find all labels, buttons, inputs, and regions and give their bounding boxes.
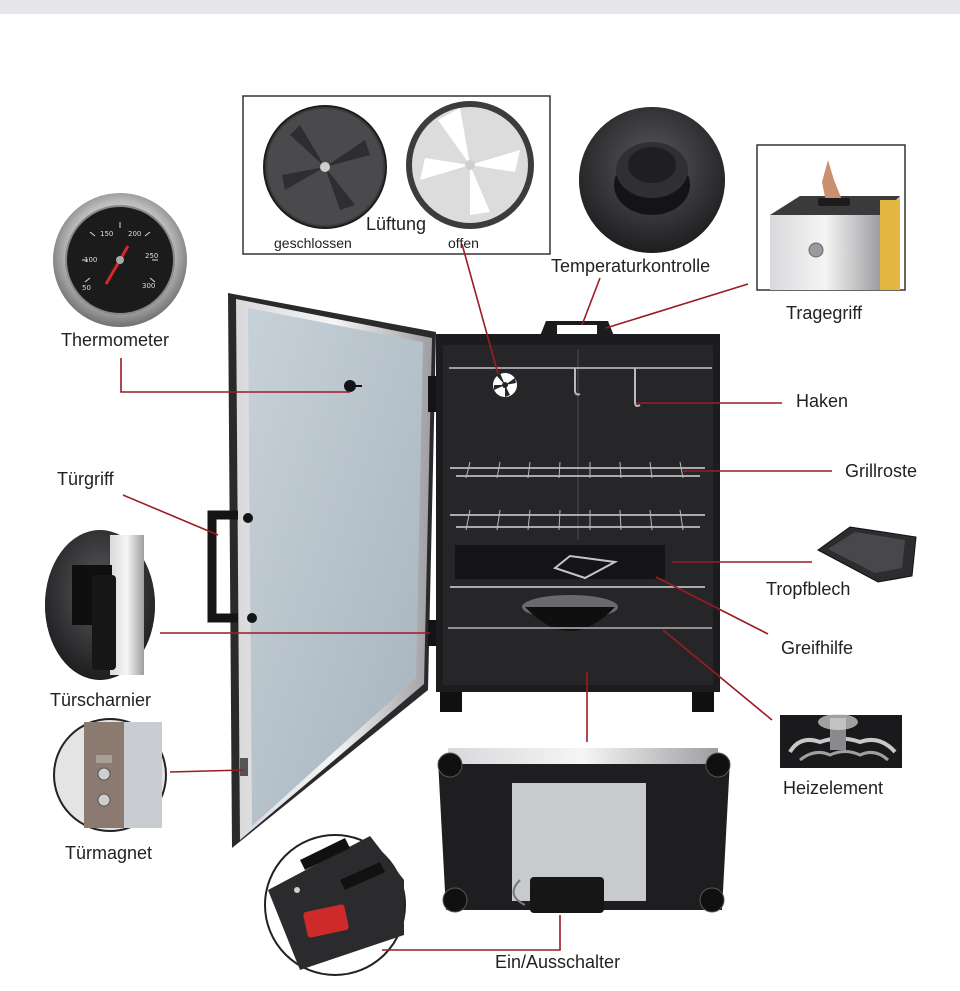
door-magnet-image bbox=[53, 718, 167, 832]
vent-open-image bbox=[406, 101, 534, 229]
therm-tick-200: 200 bbox=[128, 230, 141, 238]
label-thermometer: Thermometer bbox=[61, 330, 170, 350]
label-haken: Haken bbox=[796, 391, 849, 411]
leader-heizelement bbox=[662, 629, 773, 721]
leader-lueftung bbox=[461, 243, 499, 375]
smoker-cabinet bbox=[436, 321, 720, 712]
label-lueftung: Lüftung bbox=[366, 214, 427, 234]
label-greifhilfe: Greifhilfe bbox=[781, 638, 854, 658]
heating-element-inset bbox=[780, 714, 902, 768]
carry-handle-inset bbox=[756, 144, 906, 291]
leader-ein-ausschalter bbox=[382, 915, 561, 951]
label-tuerscharnier: Türscharnier bbox=[50, 690, 152, 710]
label-temperaturkontrolle: Temperaturkontrolle bbox=[551, 256, 711, 276]
label-tuermagnet: Türmagnet bbox=[65, 843, 153, 863]
thermometer-image: 50 100 150 200 250 300 bbox=[53, 193, 187, 327]
vent-closed-image bbox=[263, 105, 387, 229]
rack-bars-upper bbox=[465, 461, 684, 479]
label-grillroste: Grillroste bbox=[845, 461, 918, 481]
therm-tick-150: 150 bbox=[100, 230, 113, 238]
power-switch-image bbox=[264, 834, 406, 976]
leader-greifhilfe bbox=[655, 576, 769, 635]
leader-lines bbox=[120, 243, 832, 951]
top-bar bbox=[0, 0, 960, 14]
label-heizelement: Heizelement bbox=[783, 778, 884, 798]
label-tropfblech: Tropfblech bbox=[766, 579, 851, 599]
label-ein-ausschalter: Ein/Ausschalter bbox=[495, 952, 621, 972]
smoker-bottom-view bbox=[437, 748, 731, 913]
leader-thermometer bbox=[120, 358, 350, 393]
temperature-knob-image bbox=[579, 107, 725, 253]
label-offen: offen bbox=[448, 235, 479, 251]
leader-tuermagnet bbox=[169, 769, 245, 773]
therm-tick-300: 300 bbox=[142, 282, 155, 290]
label-geschlossen: geschlossen bbox=[274, 235, 352, 251]
door-hinge-image bbox=[45, 530, 155, 680]
rack-bars-lower bbox=[465, 509, 684, 531]
leader-tragegriff bbox=[605, 283, 749, 329]
vent-inset bbox=[242, 95, 551, 255]
therm-tick-50: 50 bbox=[82, 284, 91, 292]
leader-tuergriff bbox=[122, 494, 219, 536]
smoker-door bbox=[207, 293, 436, 848]
therm-tick-100: 100 bbox=[84, 256, 97, 264]
drip-tray-image bbox=[817, 526, 917, 583]
label-tuergriff: Türgriff bbox=[57, 469, 114, 489]
label-tragegriff: Tragegriff bbox=[786, 303, 863, 323]
therm-tick-250: 250 bbox=[145, 252, 158, 260]
leader-temperaturkontrolle bbox=[581, 277, 601, 326]
